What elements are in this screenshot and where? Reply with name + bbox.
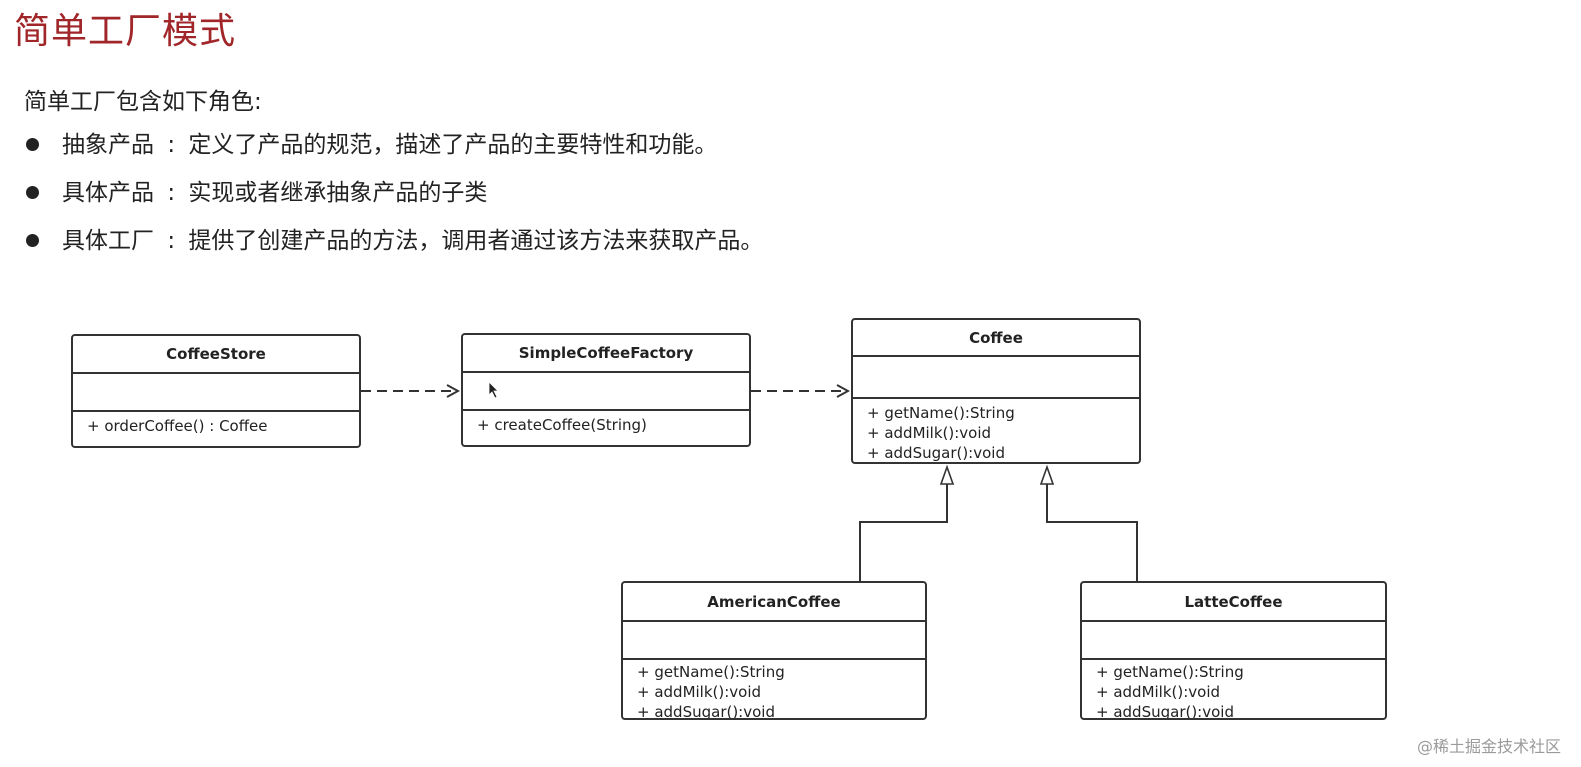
role-description: 实现或者继承抽象产品的子类 <box>188 180 488 206</box>
roles-list: 抽象产品 : 定义了产品的规范，描述了产品的主要特性和功能。 具体产品 : 实现… <box>24 130 763 274</box>
bullet-icon <box>26 234 39 247</box>
class-method: + getName():String <box>867 404 1015 422</box>
class-method: + orderCoffee() : Coffee <box>87 417 268 435</box>
mouse-cursor-icon <box>488 381 499 399</box>
class-name: Coffee <box>853 320 1139 357</box>
class-name: CoffeeStore <box>73 336 359 374</box>
generalization-latte-coffee <box>1046 470 1138 582</box>
class-methods: + getName():String + addMilk():void + ad… <box>1082 660 1385 720</box>
class-name: AmericanCoffee <box>623 583 925 622</box>
class-coffee-store: CoffeeStore + orderCoffee() : Coffee <box>71 334 361 448</box>
class-method: + getName():String <box>1096 663 1244 681</box>
class-method: + addMilk():void <box>1096 683 1221 701</box>
class-methods: + orderCoffee() : Coffee <box>73 412 359 436</box>
class-simple-coffee-factory: SimpleCoffeeFactory + createCoffee(Strin… <box>461 333 751 447</box>
class-method: + getName():String <box>637 663 785 681</box>
bullet-icon <box>26 186 39 199</box>
class-methods: + getName():String + addMilk():void + ad… <box>853 399 1139 462</box>
role-description: 提供了创建产品的方法，调用者通过该方法来获取产品。 <box>188 228 764 254</box>
class-method: + addSugar():void <box>867 444 1005 462</box>
class-method: + addSugar():void <box>637 703 775 720</box>
role-name: 抽象产品 <box>62 132 154 158</box>
class-method: + addSugar():void <box>1096 703 1234 720</box>
class-latte-coffee: LatteCoffee + getName():String + addMilk… <box>1080 581 1387 720</box>
generalization-latte-arrow <box>1039 464 1055 485</box>
class-methods: + createCoffee(String) <box>463 411 749 435</box>
list-item: 具体产品 : 实现或者继承抽象产品的子类 <box>24 178 763 226</box>
class-name: LatteCoffee <box>1082 583 1385 622</box>
list-item: 抽象产品 : 定义了产品的规范，描述了产品的主要特性和功能。 <box>24 130 763 178</box>
watermark: @稀土掘金技术社区 <box>1416 737 1561 756</box>
role-name: 具体产品 <box>62 180 154 206</box>
class-method: + addMilk():void <box>637 683 762 701</box>
role-separator: : <box>167 228 176 254</box>
class-method: + createCoffee(String) <box>477 416 647 434</box>
class-name: SimpleCoffeeFactory <box>463 335 749 373</box>
class-attributes <box>1082 622 1385 660</box>
class-method: + addMilk():void <box>867 424 992 442</box>
class-attributes <box>623 622 925 660</box>
list-item: 具体工厂 : 提供了创建产品的方法，调用者通过该方法来获取产品。 <box>24 226 763 274</box>
intro-text: 简单工厂包含如下角色: <box>24 89 262 115</box>
class-american-coffee: AmericanCoffee + getName():String + addM… <box>621 581 927 720</box>
page-title: 简单工厂模式 <box>14 11 237 52</box>
class-attributes <box>853 357 1139 399</box>
role-separator: : <box>167 132 176 158</box>
class-coffee: Coffee + getName():String + addMilk():vo… <box>851 318 1141 464</box>
role-separator: : <box>167 180 176 206</box>
class-attributes <box>463 373 749 411</box>
generalization-american-arrow <box>939 464 955 485</box>
class-attributes <box>73 374 359 412</box>
bullet-icon <box>26 138 39 151</box>
class-methods: + getName():String + addMilk():void + ad… <box>623 660 925 720</box>
role-name: 具体工厂 <box>62 228 154 254</box>
generalization-american-coffee <box>859 470 948 582</box>
role-description: 定义了产品的规范，描述了产品的主要特性和功能。 <box>188 132 718 158</box>
